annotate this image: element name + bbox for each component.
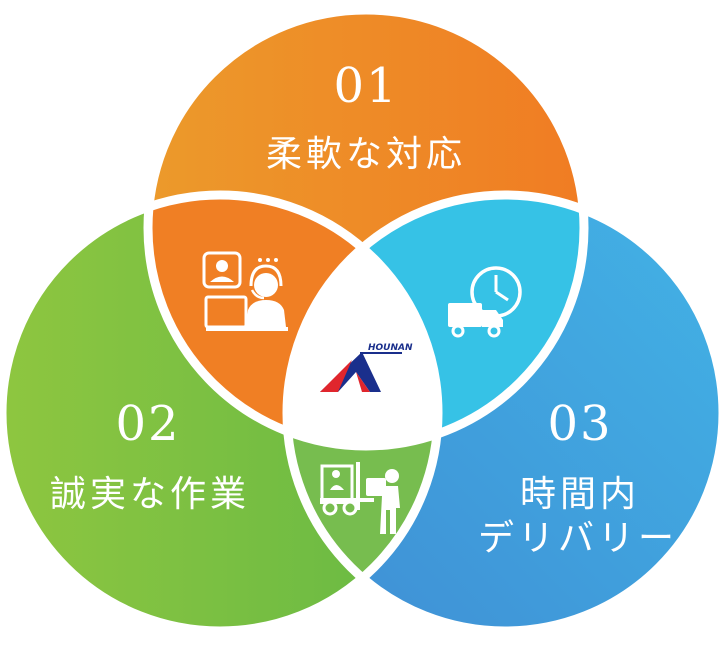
forklift-worker-icon bbox=[320, 462, 400, 534]
delivery-truck-clock-icon bbox=[448, 266, 522, 338]
logo-text: HOUNAN bbox=[368, 343, 413, 353]
item-label-honest: 誠実な作業 bbox=[50, 474, 250, 515]
item-label-delivery-line1: 時間内 bbox=[520, 474, 640, 515]
hounan-logo: HOUNAN bbox=[320, 343, 413, 392]
item-number-03: 03 bbox=[547, 396, 612, 452]
item-label-delivery-line2: デリバリー bbox=[478, 518, 678, 559]
item-number-02: 02 bbox=[115, 396, 180, 452]
item-number-01: 01 bbox=[333, 58, 398, 114]
overlap-center bbox=[287, 195, 438, 446]
customer-support-icon bbox=[202, 251, 288, 331]
item-label-flexible: 柔軟な対応 bbox=[266, 134, 466, 175]
